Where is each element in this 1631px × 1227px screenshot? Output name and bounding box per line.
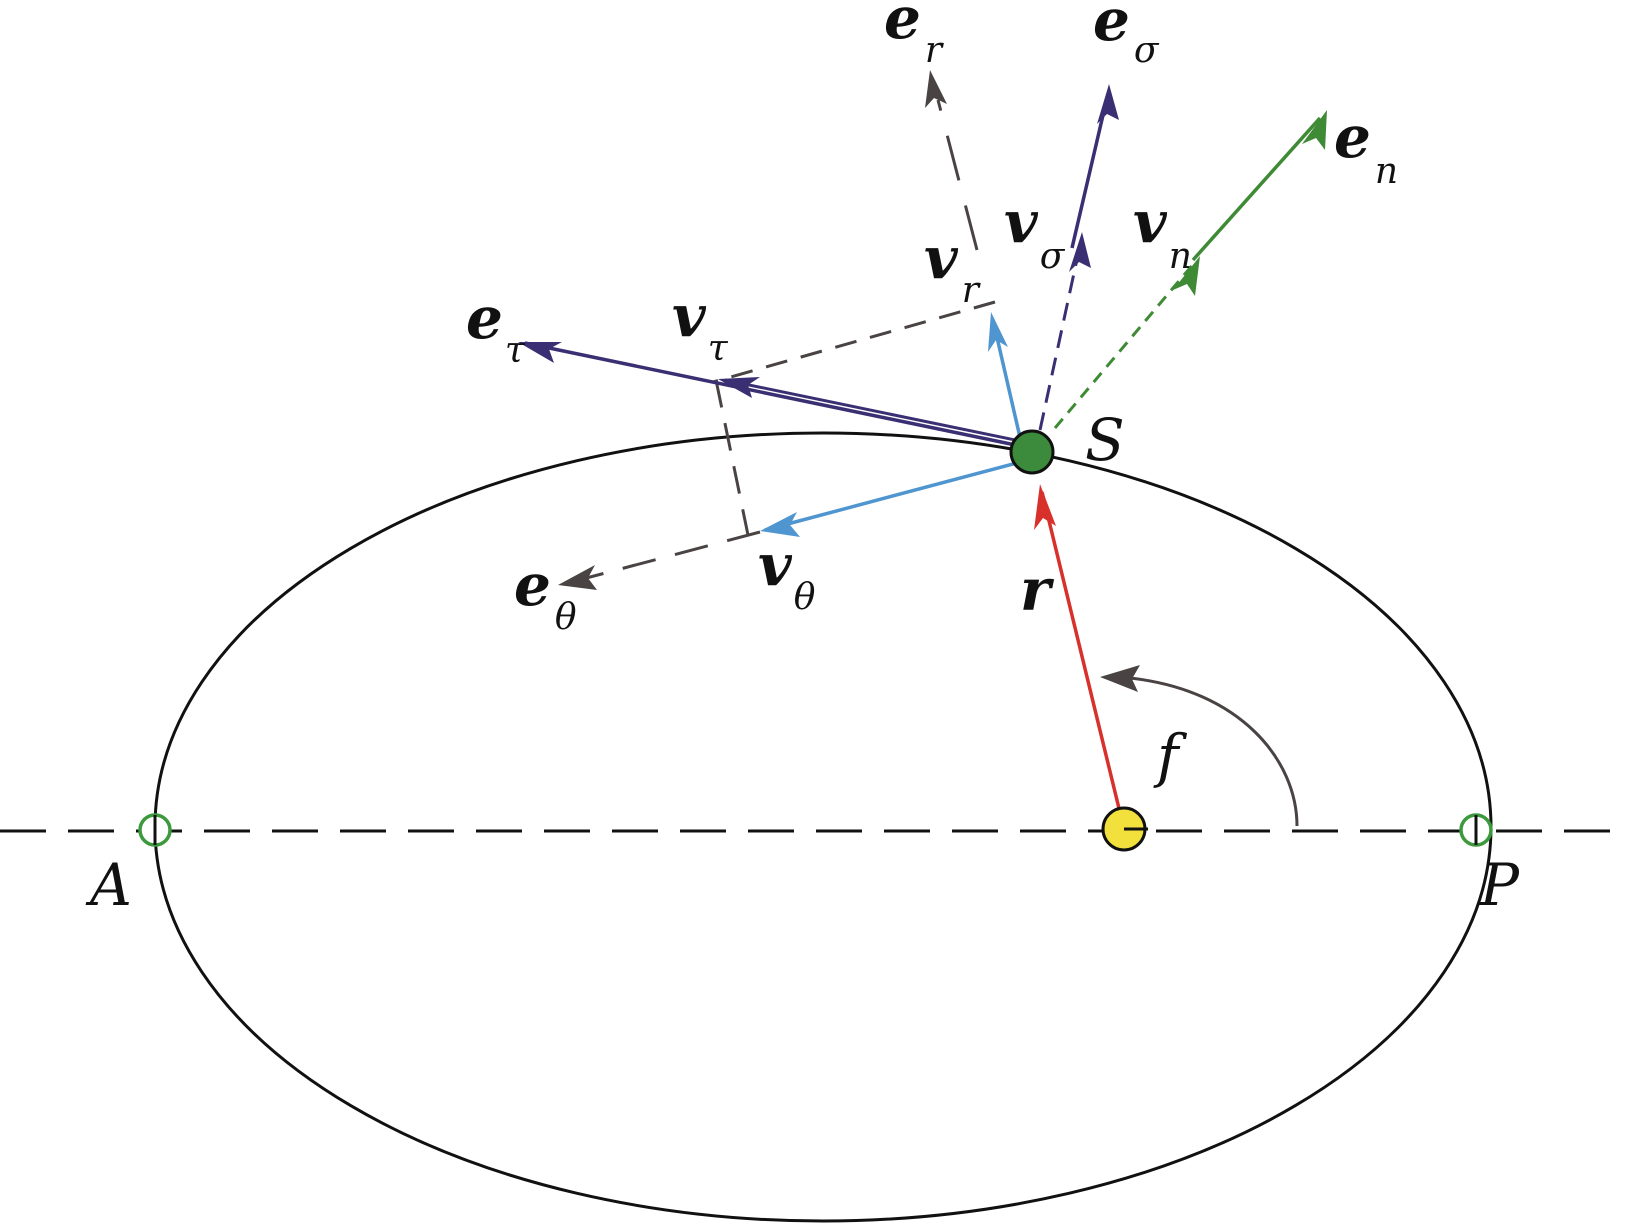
label-e-r-main: e xyxy=(884,0,921,52)
label-e-theta-sub: θ xyxy=(555,597,577,638)
v-sigma-arrowhead xyxy=(1069,232,1091,272)
label-e-sigma-sub: σ xyxy=(1134,30,1160,71)
label-v-n-main: v xyxy=(1133,188,1168,256)
label-e-n-main: e xyxy=(1334,103,1371,171)
label-v-n: vn xyxy=(1133,188,1192,277)
radius-vector xyxy=(1040,491,1126,830)
label-v-r-sub: r xyxy=(962,270,981,311)
e-theta-dashed-axis xyxy=(559,530,761,587)
label-e-tau-sub: τ xyxy=(505,330,526,371)
radius-vector-arrowhead xyxy=(1034,484,1056,530)
label-v-sigma-sub: σ xyxy=(1040,236,1066,277)
label-e-n-sub: n xyxy=(1375,151,1398,192)
label-e-n: en xyxy=(1334,103,1398,192)
v-n-arrowhead xyxy=(1173,256,1200,296)
e-sigma-vector xyxy=(1070,97,1109,249)
e-theta-arrowhead xyxy=(558,565,597,590)
label-S: S xyxy=(1085,406,1125,474)
v-n-vector xyxy=(1053,261,1197,429)
true-anomaly-arc xyxy=(1129,676,1299,827)
v-r-projection-line xyxy=(712,300,996,384)
e-tau-vector xyxy=(524,341,1026,449)
label-r: r xyxy=(1020,556,1055,624)
label-e-tau: eτ xyxy=(466,284,526,371)
label-A: A xyxy=(85,851,132,919)
label-v-r-main: v xyxy=(924,224,959,292)
v-theta-vector xyxy=(764,458,1029,532)
e-tau-arrowhead xyxy=(518,342,562,363)
radial-axis-dashed xyxy=(936,99,979,251)
e-n-vector xyxy=(1191,116,1322,262)
radial-axis-arrowhead xyxy=(925,70,947,108)
label-v-n-sub: n xyxy=(1169,236,1192,277)
label-e-theta-main: e xyxy=(514,551,551,619)
label-v-theta: vθ xyxy=(758,531,816,618)
v-tau-vector xyxy=(724,378,1021,443)
e-sigma-arrowhead xyxy=(1097,84,1119,124)
label-v-tau-sub: τ xyxy=(708,328,729,369)
label-e-tau-main: e xyxy=(466,284,503,352)
true-anomaly-arrowhead xyxy=(1100,665,1140,692)
label-P: P xyxy=(1479,851,1520,919)
label-f: f xyxy=(1153,722,1188,790)
v-tau-projection-line xyxy=(714,379,750,536)
v-sigma-vector xyxy=(1038,249,1081,431)
label-v-theta-main: v xyxy=(758,531,793,599)
v-tau-arrowhead xyxy=(718,377,760,398)
label-v-sigma-main: v xyxy=(1004,188,1039,256)
label-v-tau: vτ xyxy=(672,282,729,369)
label-v-sigma: vσ xyxy=(1004,188,1066,277)
satellite-marker xyxy=(1009,429,1055,475)
label-e-sigma-main: e xyxy=(1093,0,1130,54)
label-v-tau-main: v xyxy=(672,282,707,350)
label-e-r-sub: r xyxy=(925,30,944,71)
e-n-arrowhead xyxy=(1302,110,1327,150)
v-theta-arrowhead xyxy=(760,512,800,537)
v-r-arrowhead xyxy=(988,312,1008,352)
orbit-ellipse xyxy=(153,431,1493,1223)
label-v-theta-sub: θ xyxy=(794,577,816,618)
